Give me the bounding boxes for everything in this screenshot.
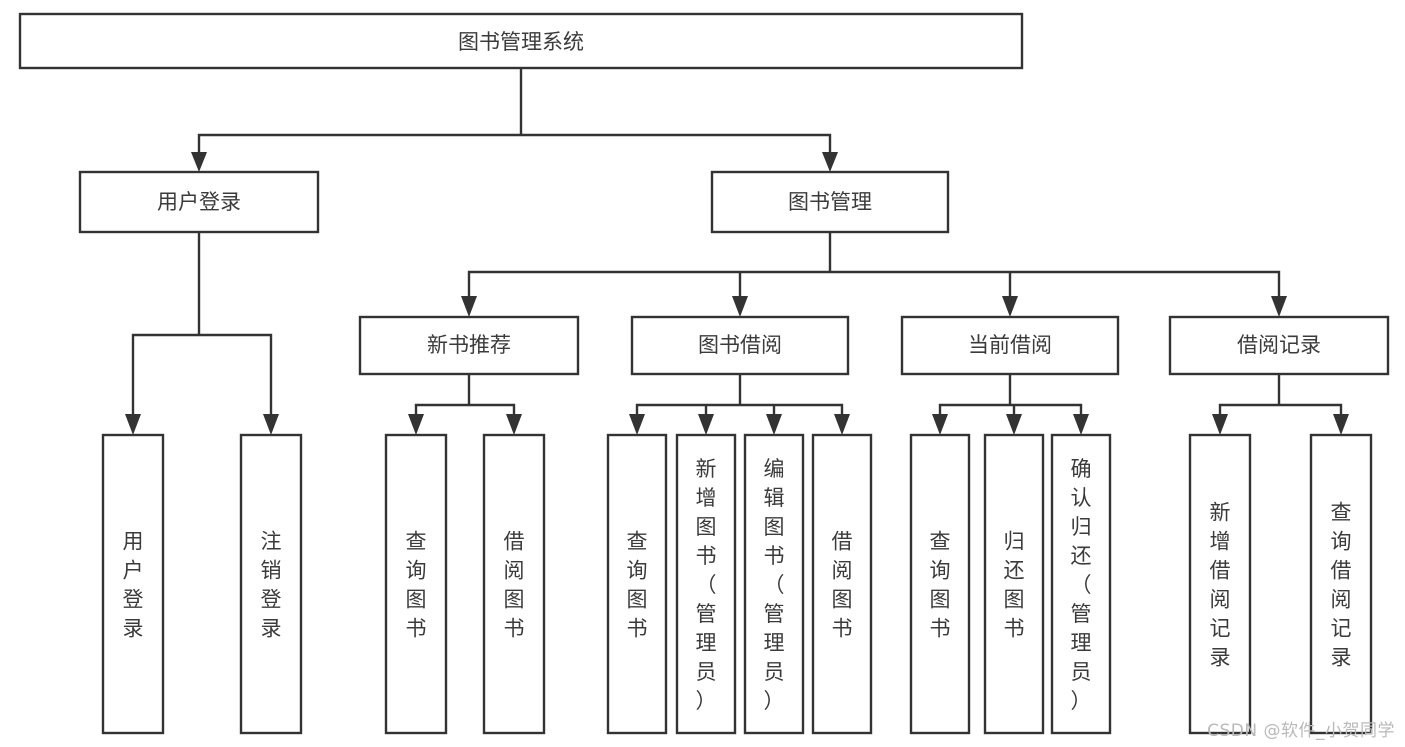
- node-user-login[interactable]: 用户登录: [78, 170, 320, 234]
- node-leaf-query-book-1-label: 查询图书: [406, 530, 427, 641]
- arrow-to-leaf-query-record: [1333, 414, 1349, 435]
- connector-new-book-recommend-bus: [414, 372, 516, 422]
- arrow-to-borrow-record: [1271, 296, 1287, 317]
- node-leaf-edit-book-label: 编辑图书（管理员）: [764, 457, 785, 713]
- node-book-borrow-box[interactable]: [630, 315, 850, 376]
- arrow-to-leaf-user-login: [125, 414, 141, 435]
- arrow-to-user-login: [191, 152, 207, 172]
- node-current-borrow[interactable]: 当前借阅: [900, 315, 1120, 376]
- node-leaf-query-record-box[interactable]: [1309, 433, 1373, 735]
- node-new-book-recommend-label: 新书推荐: [427, 333, 511, 357]
- node-leaf-logout-login[interactable]: 注销登录: [239, 433, 303, 735]
- node-book-borrow-label: 图书借阅: [698, 333, 782, 357]
- node-leaf-edit-book-box[interactable]: [743, 433, 805, 735]
- node-leaf-confirm-return[interactable]: 确认归还（管理员）: [1050, 433, 1112, 735]
- arrow-to-book-manage: [822, 152, 838, 172]
- node-leaf-logout-login-label: 注销登录: [261, 530, 282, 641]
- node-root-label: 图书管理系统: [458, 30, 584, 54]
- node-book-borrow[interactable]: 图书借阅: [630, 315, 850, 376]
- node-leaf-query-book-3-box[interactable]: [909, 433, 971, 735]
- node-leaf-query-book-2-label: 查询图书: [627, 530, 648, 641]
- csdn-watermark: CSDN @软件_小贺同学: [1207, 721, 1395, 741]
- node-leaf-borrow-book-1-box[interactable]: [482, 433, 546, 735]
- node-leaf-edit-book[interactable]: 编辑图书（管理员）: [743, 433, 805, 735]
- node-leaf-query-book-1-box[interactable]: [384, 433, 448, 735]
- node-leaf-query-book-3[interactable]: 查询图书: [909, 433, 971, 735]
- node-leaf-borrow-book-1-label: 借阅图书: [504, 530, 525, 641]
- node-leaf-user-login-box[interactable]: [101, 433, 165, 735]
- arrow-to-leaf-query-book-1: [408, 414, 424, 435]
- node-leaf-borrow-book-2-box[interactable]: [811, 433, 873, 735]
- arrow-to-leaf-query-book-2: [629, 414, 645, 435]
- arrow-to-leaf-add-book: [698, 414, 714, 435]
- node-leaf-return-book-box[interactable]: [983, 433, 1045, 735]
- node-leaf-add-book-label: 新增图书（管理员）: [696, 457, 717, 713]
- node-borrow-record[interactable]: 借阅记录: [1168, 315, 1390, 376]
- node-leaf-add-record-box[interactable]: [1188, 433, 1252, 735]
- arrow-to-leaf-query-book-3: [932, 414, 948, 435]
- connector-current-borrow-bus: [938, 372, 1083, 422]
- connector-borrow-record-bus: [1218, 372, 1343, 422]
- node-book-manage-box[interactable]: [710, 170, 950, 234]
- arrow-to-book-borrow: [732, 296, 748, 317]
- node-leaf-user-login[interactable]: 用户登录: [101, 433, 165, 735]
- node-new-book-recommend[interactable]: 新书推荐: [358, 315, 580, 376]
- connector-user-login-bus: [131, 230, 273, 422]
- node-leaf-add-record-label: 新增借阅记录: [1210, 501, 1231, 670]
- arrow-to-leaf-edit-book: [766, 414, 782, 435]
- node-leaf-return-book[interactable]: 归还图书: [983, 433, 1045, 735]
- node-leaf-query-book-1[interactable]: 查询图书: [384, 433, 448, 735]
- node-current-borrow-label: 当前借阅: [968, 333, 1052, 357]
- node-book-manage-label: 图书管理: [788, 190, 872, 214]
- node-leaf-query-record-label: 查询借阅记录: [1331, 501, 1352, 670]
- node-leaf-confirm-return-label: 确认归还（管理员）: [1071, 457, 1092, 713]
- arrow-to-leaf-logout-login: [263, 414, 279, 435]
- node-root-box[interactable]: [18, 12, 1024, 70]
- node-leaf-query-book-3-label: 查询图书: [930, 530, 951, 641]
- leaf-nodes-layer: 用户登录 注销登录 查询图书 借阅图书 查询图书 新增图书（管理员）: [101, 433, 1373, 735]
- connectors-layer: [125, 66, 1349, 435]
- node-current-borrow-box[interactable]: [900, 315, 1120, 376]
- node-leaf-borrow-book-1[interactable]: 借阅图书: [482, 433, 546, 735]
- node-leaf-logout-login-box[interactable]: [239, 433, 303, 735]
- connector-root-bus: [197, 66, 832, 160]
- node-root[interactable]: 图书管理系统: [18, 12, 1024, 70]
- node-leaf-add-book[interactable]: 新增图书（管理员）: [675, 433, 737, 735]
- node-borrow-record-label: 借阅记录: [1237, 333, 1321, 357]
- node-leaf-user-login-label: 用户登录: [123, 530, 144, 641]
- node-leaf-query-book-2[interactable]: 查询图书: [606, 433, 668, 735]
- node-leaf-add-record[interactable]: 新增借阅记录: [1188, 433, 1252, 735]
- connector-book-manage-bus: [467, 230, 1281, 304]
- node-leaf-borrow-book-2-label: 借阅图书: [832, 530, 853, 641]
- node-new-book-recommend-box[interactable]: [358, 315, 580, 376]
- arrow-to-leaf-add-record: [1212, 414, 1228, 435]
- arrow-to-current-borrow: [1002, 296, 1018, 317]
- node-leaf-query-record[interactable]: 查询借阅记录: [1309, 433, 1373, 735]
- node-borrow-record-box[interactable]: [1168, 315, 1390, 376]
- connector-book-borrow-bus: [635, 372, 844, 422]
- node-leaf-borrow-book-2[interactable]: 借阅图书: [811, 433, 873, 735]
- node-book-manage[interactable]: 图书管理: [710, 170, 950, 234]
- node-user-login-label: 用户登录: [157, 190, 241, 214]
- arrow-to-leaf-borrow-book-1: [506, 414, 522, 435]
- node-leaf-confirm-return-box[interactable]: [1050, 433, 1112, 735]
- arrow-to-new-book-recommend: [461, 296, 477, 317]
- arrow-to-leaf-borrow-book-2: [834, 414, 850, 435]
- node-leaf-add-book-box[interactable]: [675, 433, 737, 735]
- node-leaf-return-book-label: 归还图书: [1004, 530, 1025, 641]
- arrow-to-leaf-confirm-return: [1073, 414, 1089, 435]
- arrow-to-leaf-return-book: [1006, 414, 1022, 435]
- node-user-login-box[interactable]: [78, 170, 320, 234]
- node-leaf-query-book-2-box[interactable]: [606, 433, 668, 735]
